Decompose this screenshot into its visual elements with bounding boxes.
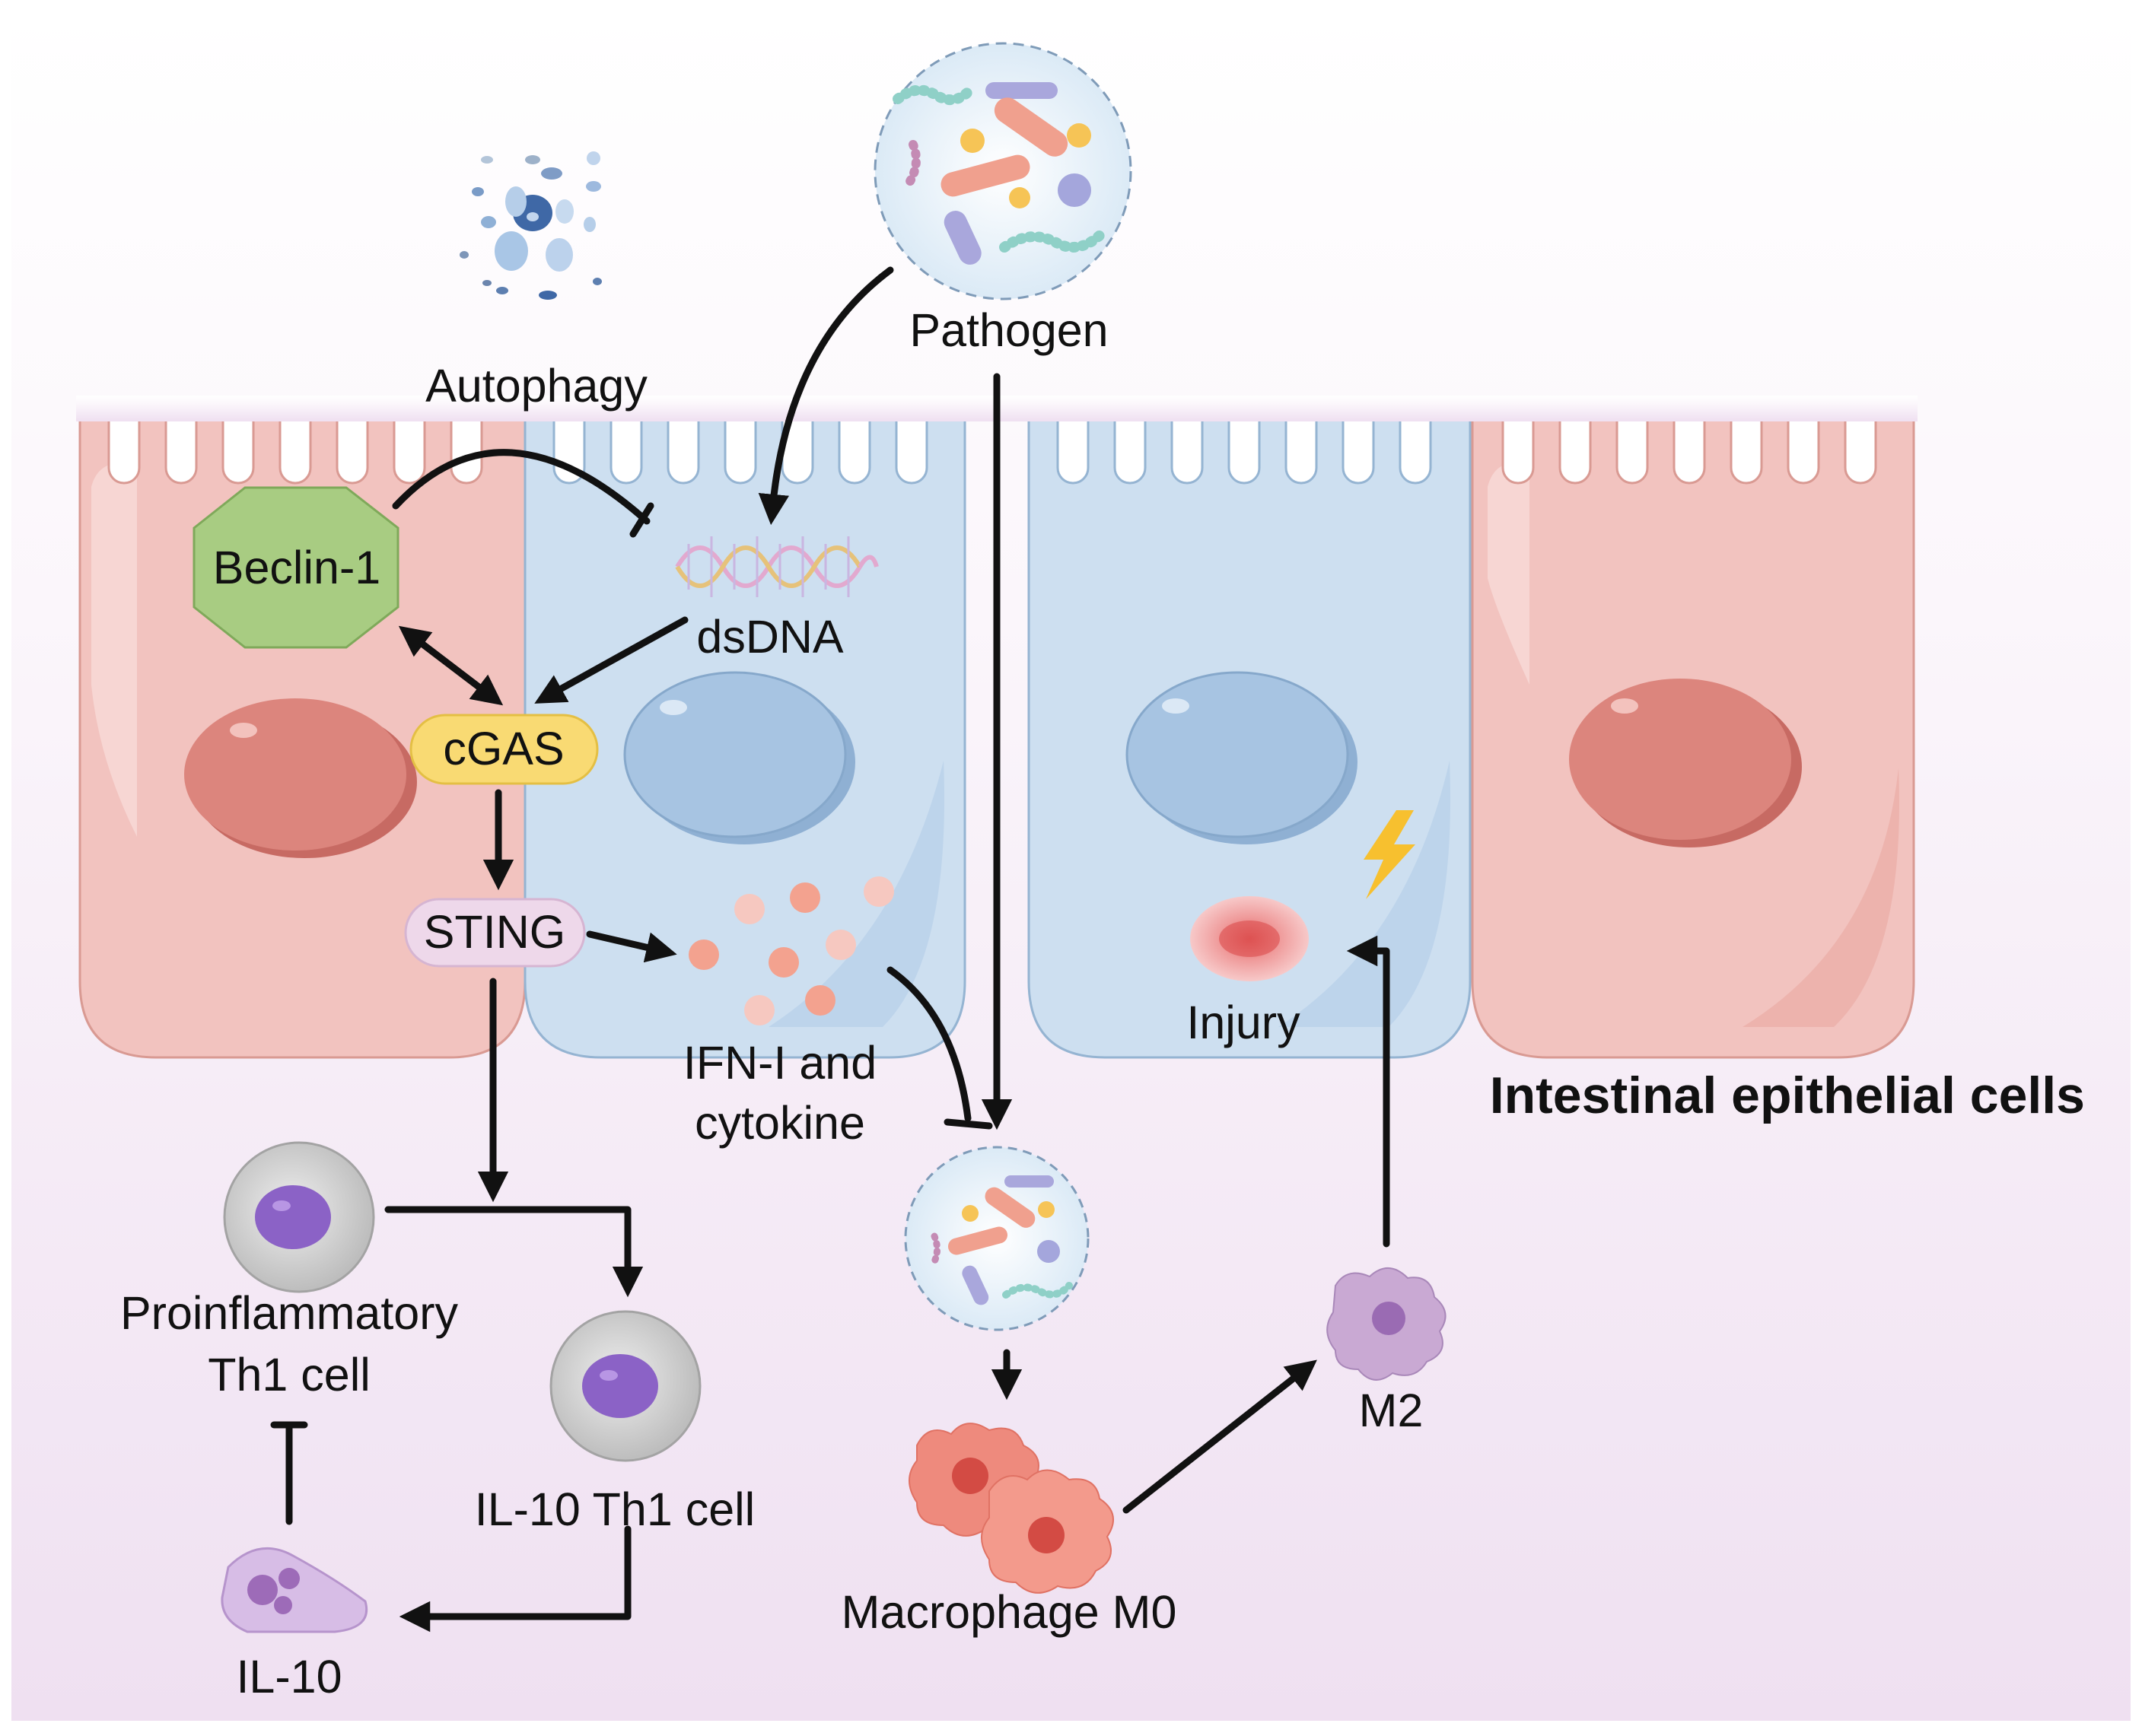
sting-to-cytokine-arrow [586,930,677,963]
injury-label: Injury [1186,997,1300,1048]
beclin-1-label: Beclin-1 [213,542,380,593]
autophagy-label: Autophagy [425,360,648,412]
epithelial-cells-label: Intestinal epithelial cells [1490,1067,2085,1124]
m2-macrophage [1326,1267,1447,1381]
th1-to-il10-th1-arrow [384,1206,644,1298]
il-10-label: IL-10 [236,1651,342,1703]
small-pathogen-circle-icon [904,1146,1090,1331]
il-10-cell [221,1547,368,1633]
il10-th1-to-il10-arrow [399,1525,632,1633]
cgas-label: cGAS [443,723,564,774]
sting-label: STING [424,906,565,958]
pathogen-circle-icon [874,42,1132,300]
cytokine-inhibits-arrow [886,966,972,1122]
dna-helix-icon [675,536,879,597]
beclin-cgas-arrow [398,625,504,706]
ifn-label-line1: IFN-I and [683,1037,877,1089]
nucleus-4 [1569,679,1802,847]
th1-label-line2: Th1 cell [208,1349,371,1401]
th1-label-line1: Proinflammatory [120,1287,459,1339]
nucleus-1 [184,698,417,858]
macrophage-m0-cells [909,1423,1114,1594]
sting-pill: STING [404,898,586,968]
il-10-th1-label: IL-10 Th1 cell [475,1483,755,1535]
beclin-1-hexagon: Beclin-1 [193,486,399,649]
nucleus-2 [623,671,855,844]
dsdna-to-cgas-arrow [534,616,689,704]
inhibit-bar-pathogen [944,1118,993,1130]
lightning-bolt-icon [1364,810,1415,899]
autophagy-vesicles-icon [460,151,602,300]
m2-label: M2 [1359,1385,1424,1436]
cytokine-dots [689,876,894,1025]
ifn-label-line2: cytokine [695,1097,865,1149]
m0-to-m2-arrow [1122,1359,1317,1514]
m2-to-injury-arrow [1346,935,1390,1248]
nucleus-3 [1125,671,1357,844]
pathogen-to-dsdna-arrow [758,266,894,526]
dsdna-label: dsDNA [696,611,844,663]
inhibit-bar-dsdna [629,502,654,538]
injury-lesion [1190,896,1309,981]
cgas-pill: cGAS [409,714,599,785]
pathogen-label: Pathogen [909,304,1108,356]
macrophage-m0-label: Macrophage M0 [842,1586,1177,1638]
il-10-th1-cell [549,1310,702,1462]
beclin-inhibits-dsdna-arrow [392,449,651,525]
proinflammatory-th1-cell [223,1141,375,1293]
